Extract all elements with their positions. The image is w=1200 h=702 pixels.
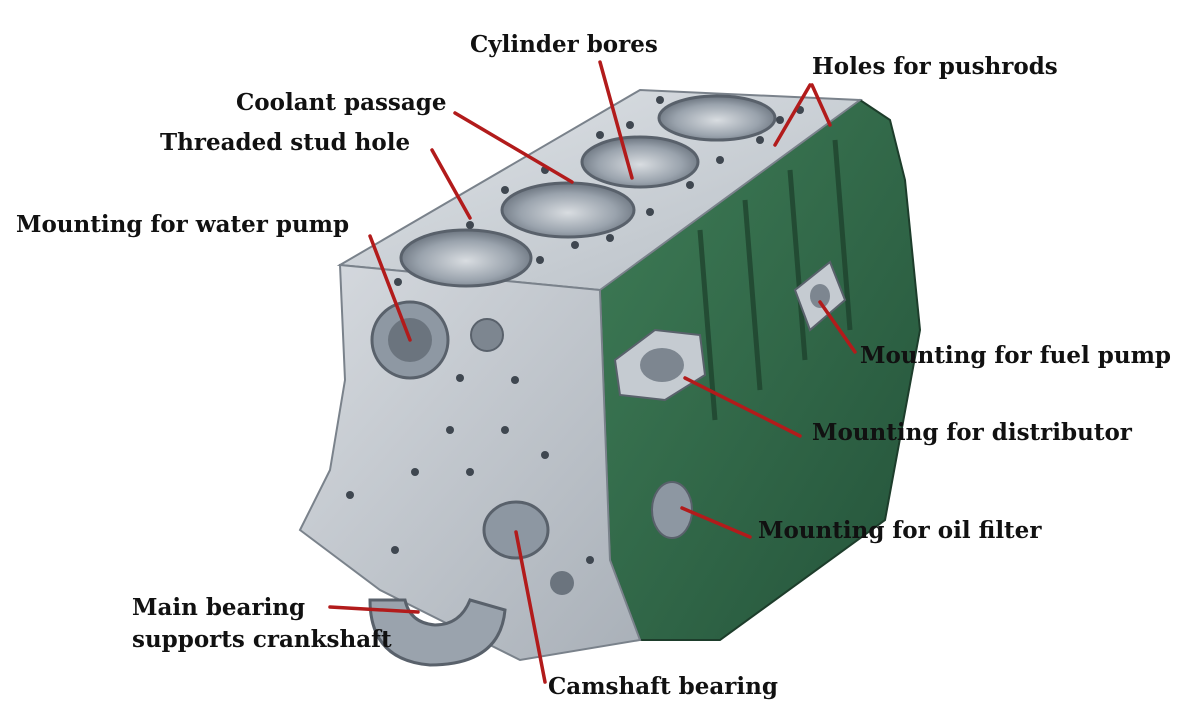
engine-block <box>298 88 922 667</box>
oil-filter-mount <box>651 481 693 539</box>
label-main-bearing: Main bearing supports crankshaft <box>132 594 392 653</box>
label-threaded-stud-hole: Threaded stud hole <box>160 129 411 156</box>
front-holes <box>346 374 594 564</box>
leader-threaded-stud-hole <box>430 148 472 220</box>
camshaft-bore <box>482 500 550 560</box>
label-mounting-water-pump: Mounting for water pump <box>16 211 350 238</box>
front-hole <box>550 571 574 595</box>
label-mounting-fuel-pump: Mounting for fuel pump <box>860 342 1171 369</box>
label-cylinder-bores: Cylinder bores <box>470 31 658 58</box>
leader-fuel-pump <box>818 300 857 354</box>
leader-distributor <box>683 376 802 438</box>
cylinder-bores <box>399 94 777 288</box>
side-ribs <box>697 139 853 421</box>
leader-camshaft-bearing <box>514 530 547 684</box>
main-bearing-saddle <box>368 598 507 667</box>
cylinder-bore <box>657 94 777 142</box>
cylinder-bore <box>580 135 700 189</box>
leader-lines <box>328 60 857 684</box>
label-mounting-distributor: Mounting for distributor <box>812 419 1132 446</box>
leader-water-pump <box>368 234 412 342</box>
label-holes-for-pushrods: Holes for pushrods <box>812 53 1058 80</box>
leader-pushrods-1 <box>773 83 812 147</box>
leader-coolant-passage <box>453 111 574 184</box>
cylinder-bore <box>500 181 636 239</box>
cylinder-bore <box>399 228 533 288</box>
label-coolant-passage: Coolant passage <box>236 89 447 116</box>
leader-cylinder-bores <box>598 60 634 180</box>
leader-main-bearing <box>328 605 420 614</box>
front-hole <box>470 318 504 352</box>
label-mounting-oil-filter: Mounting for oil filter <box>758 517 1042 544</box>
leader-oil-filter <box>680 506 752 539</box>
label-camshaft-bearing: Camshaft bearing <box>548 673 778 700</box>
leader-pushrods-2 <box>810 83 832 127</box>
